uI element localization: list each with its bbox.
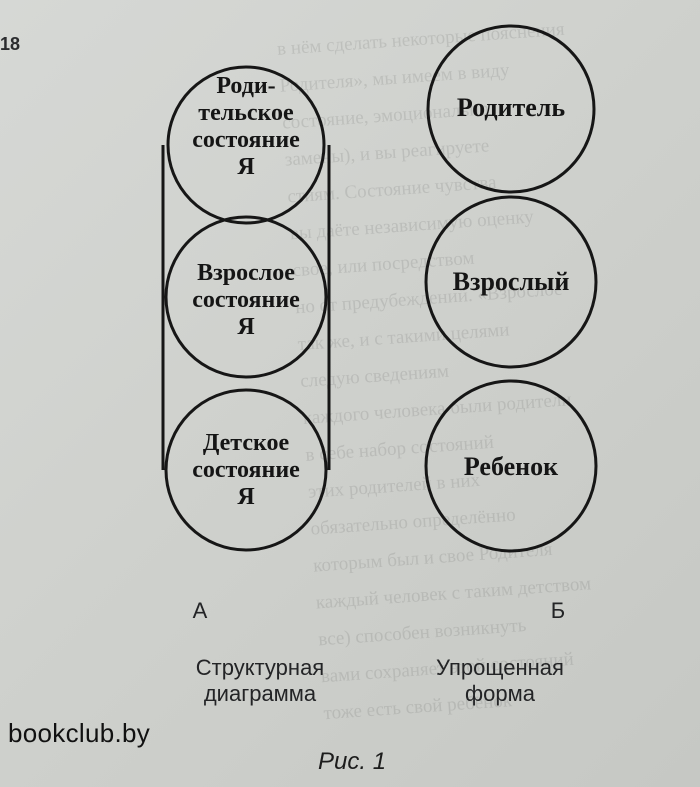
adult-circle [424, 195, 598, 369]
label-line: Я [237, 313, 255, 340]
child-circle [424, 379, 598, 553]
label-line: Родитель [456, 93, 566, 122]
label-line: состояние [192, 126, 300, 153]
caption-line: диаграмма [203, 681, 317, 707]
diagram-b-caption: Упрощенная форма [410, 655, 590, 708]
parent-ego-state-label: Роди- тельское состояние Я [166, 73, 326, 181]
label-line: Роди- [216, 73, 276, 99]
adult-label: Взрослый [426, 267, 596, 296]
caption-line: Структурная [195, 655, 325, 680]
label-line: состояние [192, 456, 300, 483]
label-line: тельское [198, 99, 294, 126]
site-watermark: bookclub.by [8, 718, 151, 748]
diagram-b-letter: Б [550, 598, 566, 623]
diagram-a-caption: Структурная диаграмма [170, 655, 350, 708]
label-line: Взрослый [452, 267, 570, 296]
parent-label: Родитель [428, 93, 594, 122]
adult-ego-state-label: Взрослое состояние Я [166, 260, 326, 341]
figure-caption: Рис. 1 [318, 748, 387, 775]
child-ego-state-label: Детское состояние Я [166, 430, 326, 511]
parent-circle [426, 24, 596, 194]
child-ego-state-circle [164, 388, 328, 552]
label-line: Детское [202, 430, 290, 456]
caption-line: форма [465, 681, 535, 707]
diagram-a-letter: А [192, 598, 208, 623]
label-line: Ребенок [463, 452, 559, 481]
label-line: Взрослое [197, 260, 295, 286]
page-number: 18 [0, 34, 21, 54]
child-label: Ребенок [426, 452, 596, 481]
label-line: состояние [192, 286, 300, 313]
parent-ego-state-circle [166, 65, 326, 225]
adult-ego-state-circle [164, 215, 328, 379]
label-line: Я [237, 153, 255, 180]
label-line: Я [237, 483, 255, 510]
caption-line: Упрощенная [436, 655, 564, 680]
